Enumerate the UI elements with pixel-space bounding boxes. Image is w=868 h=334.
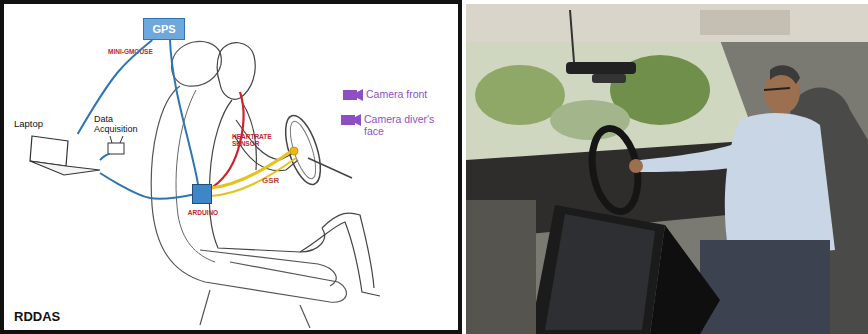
photo-headliner [466,4,868,42]
photo-car-interior [466,4,868,334]
node-text: ARDUINO [175,209,231,216]
laptop-keyboard [30,161,100,175]
steering-wheel-inner [285,119,321,182]
camera-label: Camera diver's face [364,113,440,137]
photo-door [466,200,536,334]
steering-column [308,158,352,178]
gps-cable [170,40,198,184]
photo-driver-shirt [725,113,835,260]
photo-driver-legs [700,240,830,334]
sensor-label: MINI-GMOUSE [108,48,168,55]
steering-wheel [279,111,328,188]
camera-icon [341,115,355,125]
gsr-electrode [290,147,298,155]
laptop-node: Laptop [28,134,100,176]
photo-driver-hand [629,159,643,173]
driver-torso [209,100,324,252]
seat-cushion [200,250,336,286]
photo-driver-hair [770,65,800,84]
daq-antenna [110,136,123,143]
node-text: GPS [152,23,175,35]
seat-back [151,86,346,302]
arduino-box: ARDUINO [192,184,212,204]
camera-label: Camera front [366,88,446,100]
daq-device [108,143,124,154]
seat-legs [200,290,310,328]
photo-laptop-base [650,225,720,334]
photo-steering-wheel [586,125,644,215]
seat-headrest [172,41,222,86]
photo-glasses [764,88,790,90]
figure-title: RDDAS [14,310,94,325]
cable-connector [100,173,192,199]
photo-laptop-display [545,214,655,330]
sensor-label: HEARTRATE SENSOR [232,133,276,148]
photo-driver-arm [640,140,752,172]
driver-legs [300,213,380,296]
camera-icon [343,90,357,100]
photo-camera [566,62,636,74]
photo-camera [592,74,626,83]
photo-sunvisor [700,10,790,35]
photo-laptop-screen [530,205,665,334]
camera-icon [357,89,363,101]
sensor-label: GSR [262,176,292,185]
gps-box: GPS [143,18,185,40]
gsr-wire [211,158,296,196]
driver-head [217,43,255,100]
cable-connector [78,40,153,134]
camera-icon [355,114,361,126]
laptop-outline [28,134,100,176]
node-text: Laptop [14,118,74,129]
photo-cable [570,10,574,62]
device-label: Data Acquisition [94,114,146,135]
daq-cable [100,154,110,160]
panel-frame [2,2,460,332]
